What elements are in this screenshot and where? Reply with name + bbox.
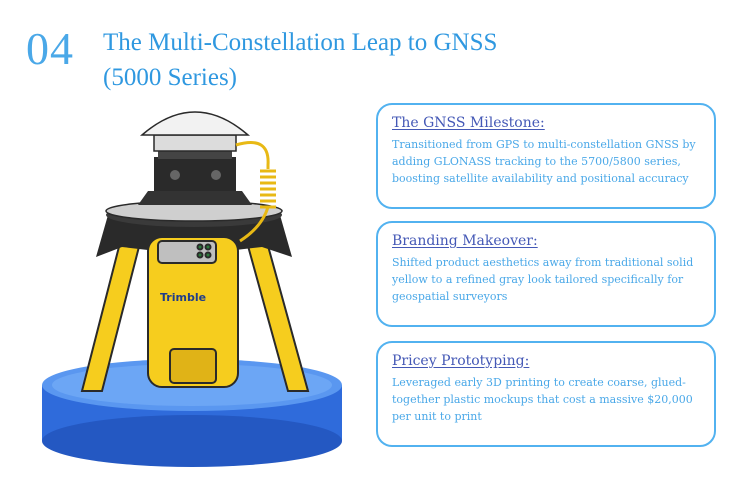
card-branding-makeover: Branding Makeover: Shifted product aesth… bbox=[376, 221, 716, 327]
pedestal-bottom bbox=[42, 415, 342, 467]
receiver-body bbox=[147, 236, 239, 388]
card-gnss-milestone: The GNSS Milestone: Transitioned from GP… bbox=[376, 103, 716, 209]
card-heading: The GNSS Milestone: bbox=[392, 115, 545, 131]
slide-number: 04 bbox=[26, 23, 74, 74]
card-body: Transitioned from GPS to multi-constella… bbox=[392, 138, 696, 185]
card-heading: Branding Makeover: bbox=[392, 233, 538, 249]
card-body: Shifted product aesthetics away from tra… bbox=[392, 256, 694, 303]
title-line-2: (5000 Series) bbox=[103, 64, 237, 91]
antenna-dome bbox=[139, 111, 251, 152]
title-line-1: The Multi-Constellation Leap to GNSS bbox=[103, 29, 498, 56]
card-pricey-prototyping: Pricey Prototyping: Leveraged early 3D p… bbox=[376, 341, 716, 447]
slide-title: The Multi-Constellation Leap to GNSS (50… bbox=[103, 25, 623, 95]
coiled-cable bbox=[235, 141, 276, 243]
card-heading: Pricey Prototyping: bbox=[392, 353, 530, 369]
gnss-receiver-illustration: Trimble bbox=[42, 111, 342, 467]
tribrach bbox=[138, 149, 252, 205]
brand-label: Trimble bbox=[160, 291, 206, 304]
card-body: Leveraged early 3D printing to create co… bbox=[392, 376, 693, 423]
